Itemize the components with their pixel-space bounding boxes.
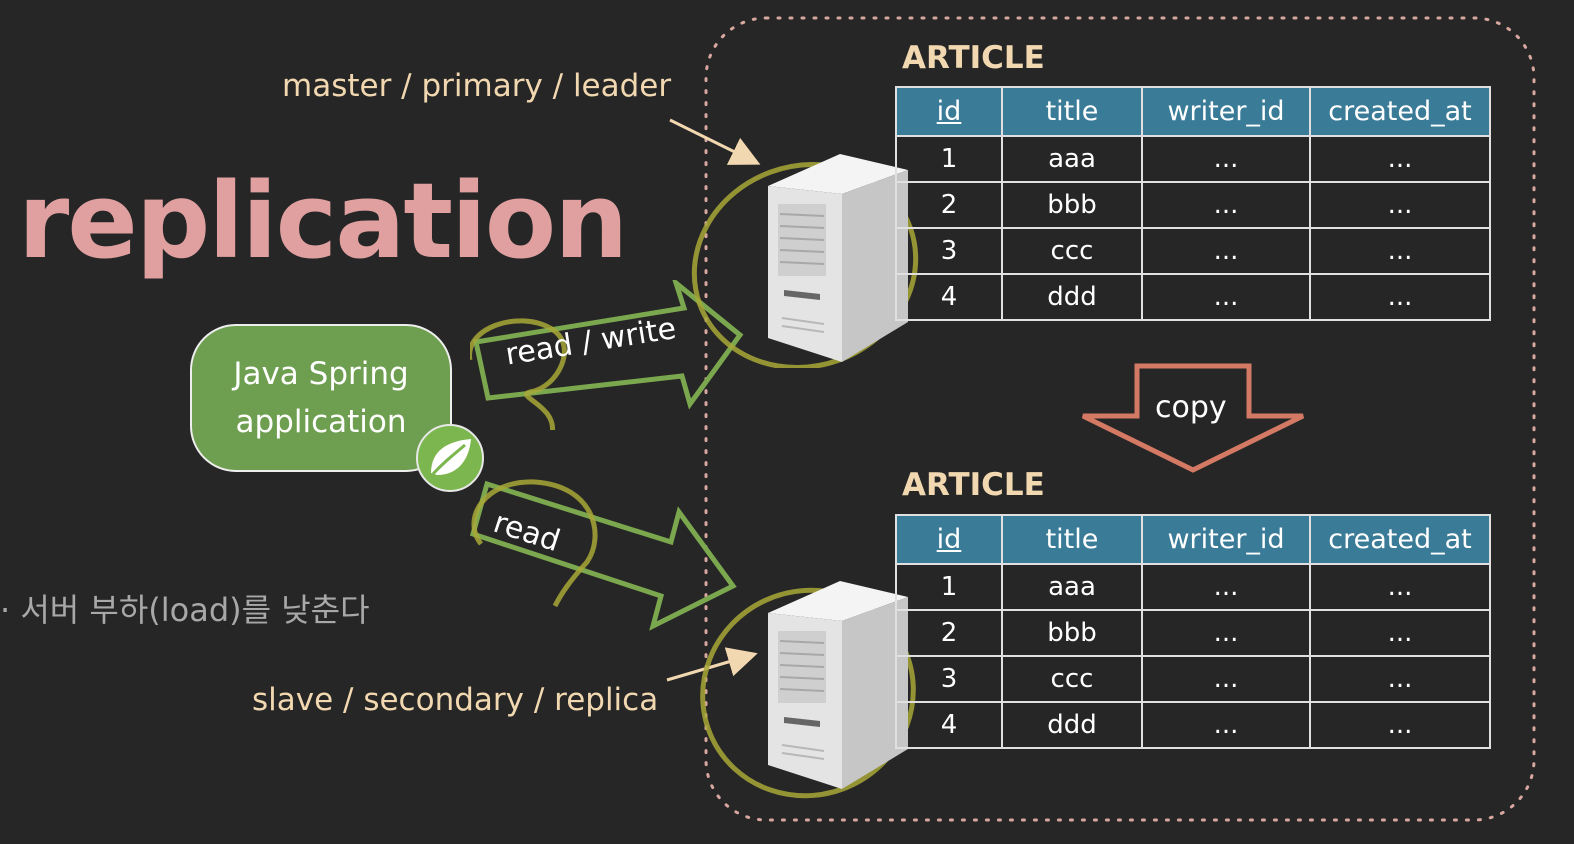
cell-id: 3 xyxy=(895,655,1003,703)
read-write-arrow xyxy=(470,280,744,430)
cell-title: ddd xyxy=(1001,701,1143,749)
app-name-line1: Java Spring xyxy=(233,356,409,392)
app-name-line2: application xyxy=(235,404,407,440)
cell-id: 2 xyxy=(895,609,1003,657)
master-pointer-arrow xyxy=(669,118,761,165)
cell-writer-id: ... xyxy=(1141,609,1311,657)
copy-label: copy xyxy=(1155,390,1227,425)
cell-created-at: ... xyxy=(1309,181,1491,229)
slave-pointer-arrow xyxy=(666,647,758,682)
column-header-writer-id: writer_id xyxy=(1141,86,1311,137)
cell-id: 4 xyxy=(895,701,1003,749)
cell-title: ccc xyxy=(1001,655,1143,703)
cell-title: bbb xyxy=(1001,181,1143,229)
cell-created-at: ... xyxy=(1309,273,1491,321)
table-row: 3 ccc ... ... xyxy=(895,227,1491,275)
table-row: 2 bbb ... ... xyxy=(895,181,1491,229)
cell-title: bbb xyxy=(1001,609,1143,657)
column-header-title: title xyxy=(1001,514,1143,565)
column-header-id: id xyxy=(895,86,1003,137)
master-server-icon xyxy=(691,154,919,368)
cell-writer-id: ... xyxy=(1141,563,1311,611)
cell-writer-id: ... xyxy=(1141,181,1311,229)
cell-writer-id: ... xyxy=(1141,701,1311,749)
article-table-title-primary: ARTICLE xyxy=(902,40,1045,76)
cell-created-at: ... xyxy=(1309,609,1491,657)
table-row: 1 aaa ... ... xyxy=(895,563,1491,611)
cell-title: aaa xyxy=(1001,563,1143,611)
cell-id: 1 xyxy=(895,563,1003,611)
cell-writer-id: ... xyxy=(1141,273,1311,321)
article-table-title-replica: ARTICLE xyxy=(902,467,1045,503)
load-note: · 서버 부하(load)를 낮춘다 xyxy=(0,591,370,629)
slave-label: slave / secondary / replica xyxy=(252,682,659,718)
spring-leaf-icon xyxy=(416,424,484,492)
cell-created-at: ... xyxy=(1309,563,1491,611)
java-spring-app-box: Java Spring application xyxy=(190,324,452,472)
cell-id: 1 xyxy=(895,135,1003,183)
table-row: 2 bbb ... ... xyxy=(895,609,1491,657)
table-row: 4 ddd ... ... xyxy=(895,273,1491,321)
table-row: 1 aaa ... ... xyxy=(895,135,1491,183)
copy-arrow-icon xyxy=(1081,363,1305,473)
article-table-replica: id title writer_id created_at 1 aaa ... … xyxy=(895,514,1491,749)
column-header-created-at: created_at xyxy=(1309,514,1491,565)
table-header-row: id title writer_id created_at xyxy=(895,514,1491,565)
replica-server-icon xyxy=(700,581,916,799)
table-row: 4 ddd ... ... xyxy=(895,701,1491,749)
read-arrow xyxy=(469,479,737,631)
cell-created-at: ... xyxy=(1309,135,1491,183)
cell-title: ddd xyxy=(1001,273,1143,321)
column-header-created-at: created_at xyxy=(1309,86,1491,137)
cell-created-at: ... xyxy=(1309,655,1491,703)
cell-id: 4 xyxy=(895,273,1003,321)
cell-title: ccc xyxy=(1001,227,1143,275)
cell-writer-id: ... xyxy=(1141,227,1311,275)
cell-id: 2 xyxy=(895,181,1003,229)
cell-created-at: ... xyxy=(1309,701,1491,749)
cell-created-at: ... xyxy=(1309,227,1491,275)
column-header-id: id xyxy=(895,514,1003,565)
article-table-primary: id title writer_id created_at 1 aaa ... … xyxy=(895,86,1491,321)
cell-id: 3 xyxy=(895,227,1003,275)
cell-writer-id: ... xyxy=(1141,135,1311,183)
cell-title: aaa xyxy=(1001,135,1143,183)
master-label: master / primary / leader xyxy=(282,68,672,104)
table-row: 3 ccc ... ... xyxy=(895,655,1491,703)
column-header-title: title xyxy=(1001,86,1143,137)
table-header-row: id title writer_id created_at xyxy=(895,86,1491,137)
column-header-writer-id: writer_id xyxy=(1141,514,1311,565)
page-title: replication xyxy=(18,160,628,282)
cell-writer-id: ... xyxy=(1141,655,1311,703)
